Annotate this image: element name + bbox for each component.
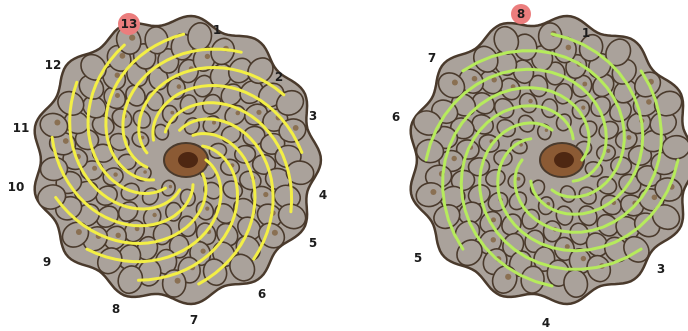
scale-dot (545, 129, 548, 132)
spiral-label: 1 (582, 26, 590, 40)
scale-dot (627, 135, 632, 140)
right-pinecone: 1 3 4 5 6 7 8 (392, 4, 688, 330)
scale-dot (116, 233, 121, 238)
scale-dot (205, 54, 210, 59)
scale-dot (175, 278, 181, 284)
spiral-label: 8 (112, 302, 120, 316)
scale-dot (606, 149, 610, 153)
spiral-label: 7 (428, 51, 436, 65)
scale-dot (581, 256, 586, 261)
right-cone-center (540, 143, 584, 177)
spiral-label: 9 (43, 255, 51, 269)
scale-dot (452, 80, 458, 86)
scale-dot (491, 237, 496, 242)
scale-dot (646, 99, 652, 105)
scale-dot (293, 125, 299, 131)
scale-dot (256, 110, 261, 115)
left-cone-center (164, 143, 208, 177)
scale-dot (505, 274, 511, 280)
cone-center-inner (178, 152, 198, 168)
scale-dot (212, 121, 216, 125)
scale-dot (581, 106, 585, 110)
spiral-label: 7 (190, 313, 198, 327)
spiral-label: 6 (258, 287, 266, 301)
scale-dot (491, 217, 496, 222)
scale-dot (566, 45, 572, 51)
scale-dot (169, 185, 172, 188)
scale-dot (582, 82, 587, 87)
scale-dot (92, 166, 97, 171)
scale-dot (54, 120, 60, 126)
scale-dot (430, 189, 436, 195)
spiral-label: 10 (8, 180, 25, 194)
cone-center-inner (554, 152, 574, 168)
scale-dot (517, 177, 521, 181)
scale-dot (263, 192, 268, 197)
scale-dot (115, 93, 120, 98)
scale-dot (201, 249, 206, 254)
scale-dot (452, 156, 457, 161)
spiral-label: 5 (309, 236, 317, 250)
scale-dot (205, 207, 209, 211)
scale-dot (143, 170, 147, 174)
right-spiral-count-badge: 8 (511, 4, 531, 24)
spiral-label: 6 (392, 110, 400, 124)
scale-dot (170, 111, 174, 115)
spiral-label: 4 (319, 188, 327, 202)
spiral-label: 2 (275, 70, 283, 84)
scale-dot (113, 172, 117, 176)
scale-dot (472, 76, 478, 82)
spiral-label: 12 (45, 58, 62, 72)
scale-dot (129, 35, 135, 41)
left-badge-label: 13 (121, 17, 138, 31)
spiral-label: 5 (414, 251, 422, 265)
spiral-label: 3 (657, 262, 665, 276)
spiral-label: 4 (542, 316, 550, 330)
spiral-label: 1 (213, 23, 221, 37)
scale-dot (565, 244, 570, 249)
scale-dot (152, 213, 156, 217)
spiral-label: 11 (13, 121, 30, 135)
scale-dot (63, 138, 69, 144)
scale-dot (120, 53, 126, 59)
scale-dot (76, 229, 82, 235)
left-spiral-count-badge: 13 (118, 13, 140, 35)
scale-dot (272, 230, 278, 236)
scale-dot (528, 99, 532, 103)
spiral-label: 3 (309, 109, 317, 123)
scale-dot (177, 84, 182, 89)
right-badge-label: 8 (517, 7, 525, 21)
scale-dot (652, 195, 658, 201)
scale-dot (236, 111, 241, 116)
